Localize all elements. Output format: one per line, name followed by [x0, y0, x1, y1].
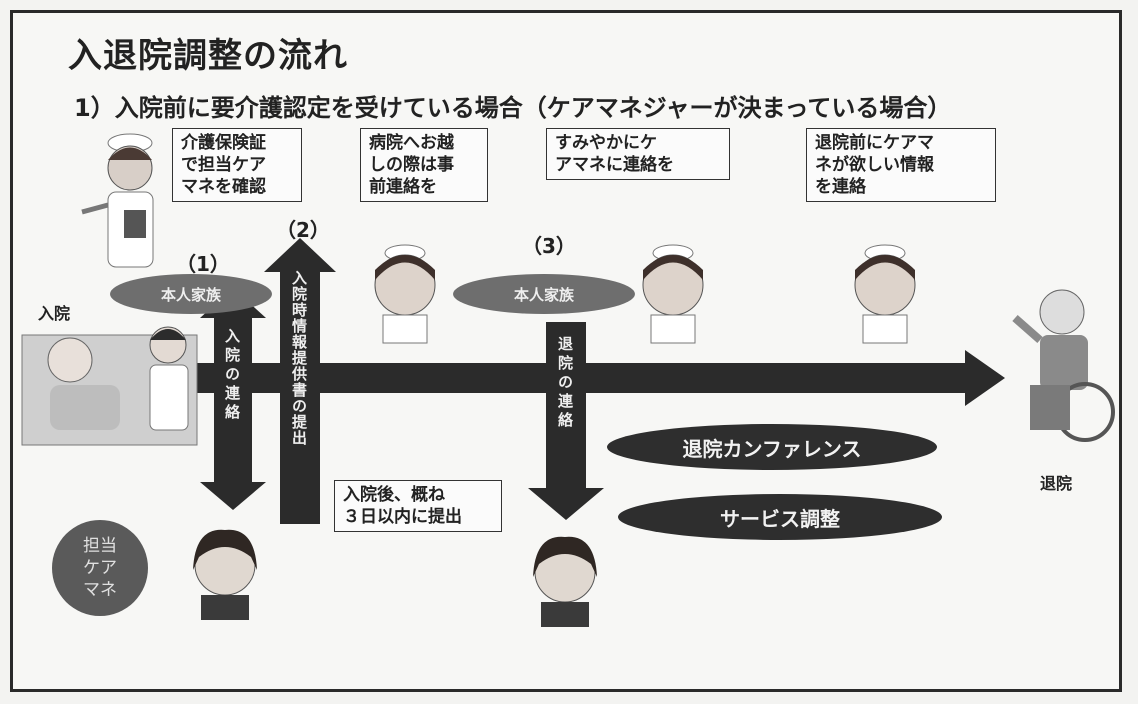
step-1-label: （1）	[176, 252, 230, 276]
nurse-icon	[374, 244, 436, 344]
discharge-contact-arrow	[528, 322, 604, 520]
label-admission: 入院	[38, 304, 71, 323]
page-title: 入退院調整の流れ	[68, 36, 348, 76]
label-discharge: 退院	[1040, 474, 1073, 493]
nurse-icon	[81, 133, 154, 268]
vertical-info-sheet: 入院時情報提供書の提出	[290, 270, 308, 446]
care-manager-icon	[533, 536, 597, 627]
info-sheet-arrow	[264, 238, 336, 524]
step-2-label: （2）	[276, 218, 330, 242]
note-check-insurance: 介護保険証 で担当ケア マネを確認	[172, 128, 302, 202]
oval-service-coordination: サービス調整	[618, 494, 942, 540]
vertical-discharge-contact: 退院の連絡	[556, 336, 574, 431]
note-advance-contact: 病院へお越 しの際は事 前連絡を	[360, 128, 488, 202]
oval-discharge-conference: 退院カンファレンス	[607, 424, 937, 470]
step-3-label: （3）	[522, 234, 576, 258]
nurse-icon	[642, 244, 704, 344]
vertical-admission-contact: 入院の連絡	[223, 328, 241, 423]
note-submit-within-3-days: 入院後、概ね ３日以内に提出	[334, 480, 502, 532]
note-prompt-contact: すみやかにケ アマネに連絡を	[546, 128, 730, 180]
note-discharge-info: 退院前にケアマ ネが欲しい情報 を連絡	[806, 128, 996, 202]
doctor-icon	[149, 326, 189, 431]
care-manager-icon	[193, 529, 257, 620]
wheelchair-patient-icon	[1012, 289, 1115, 442]
oval-family-left: 本人家族	[110, 274, 272, 314]
nurse-icon	[854, 244, 916, 344]
admission-contact-arrow	[200, 288, 266, 510]
care-manager-circle: 担当 ケア マネ	[52, 520, 148, 616]
page-subtitle: 1）入院前に要介護認定を受けている場合（ケアマネジャーが決まっている場合）	[74, 94, 952, 122]
oval-family-right: 本人家族	[453, 274, 635, 314]
